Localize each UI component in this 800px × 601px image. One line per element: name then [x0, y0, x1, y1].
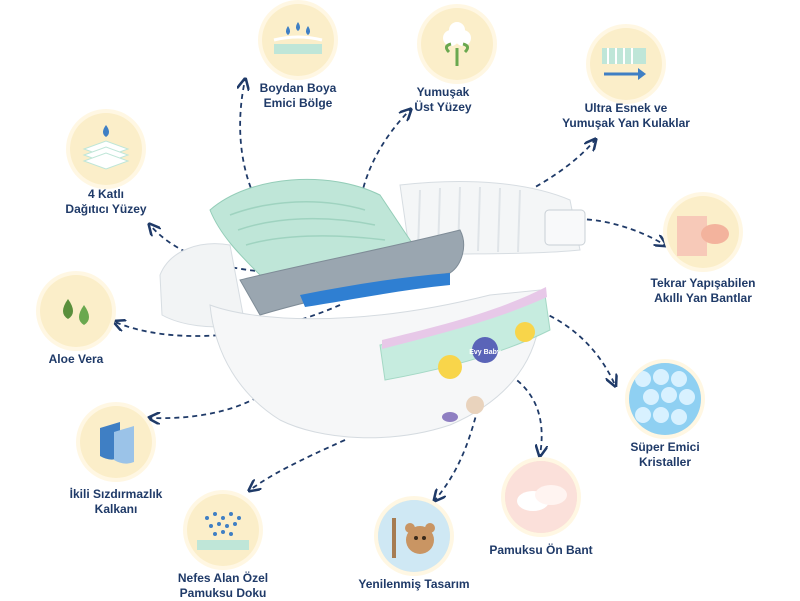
label-dort-katli: 4 Katlı Dağıtıcı Yüzey [65, 187, 147, 216]
shield-icon [80, 406, 152, 478]
label-tekrar-yapisabilen: Tekrar Yapışabilen Akıllı Yan Bantlar [650, 276, 756, 305]
brand-logo-badge [472, 337, 498, 363]
arrow-super-emici [479, 299, 615, 385]
aloe-drop-icon [40, 275, 112, 347]
label-ultra-esnek: Ultra Esnek ve Yumuşak Yan Kulaklar [562, 101, 690, 130]
breathable-dots-icon [187, 494, 259, 566]
absorbent-zone-icon [262, 4, 334, 76]
cotton-band-icon [505, 461, 577, 533]
label-yenilenmis-tasarim: Yenilenmiş Tasarım [358, 577, 470, 591]
crystal-bubbles-icon [629, 363, 701, 435]
label-pamuksu-on-bant: Pamuksu Ön Bant [489, 543, 593, 557]
label-boydan-boya: Boydan Boya Emici Bölge [259, 81, 337, 110]
label-nefes-alan: Nefes Alan Özel Pamuksu Doku [177, 571, 269, 600]
bear-design-icon [378, 500, 450, 572]
layered-surface-icon [70, 113, 142, 185]
label-aloe-vera: Aloe Vera [48, 352, 104, 366]
svg-text:Evy Baby: Evy Baby [469, 349, 501, 356]
cotton-flower-icon [421, 8, 493, 80]
arrow-nefes-alan [250, 439, 346, 490]
diaper-illustration: Evy Baby [159, 178, 586, 439]
stretch-ear-icon [590, 28, 662, 100]
label-yumusak-yuzey: Yumuşak Üst Yüzey [414, 85, 472, 114]
side-tab-right [544, 209, 586, 246]
label-super-emici: Süper Emici Kristaller [630, 440, 700, 469]
side-tape-icon [667, 196, 739, 268]
arrow-pamuksu-on-bant [509, 374, 542, 455]
label-ikili-sizdirmazlik: İkili Sızdırmazlık Kalkanı [69, 487, 163, 516]
